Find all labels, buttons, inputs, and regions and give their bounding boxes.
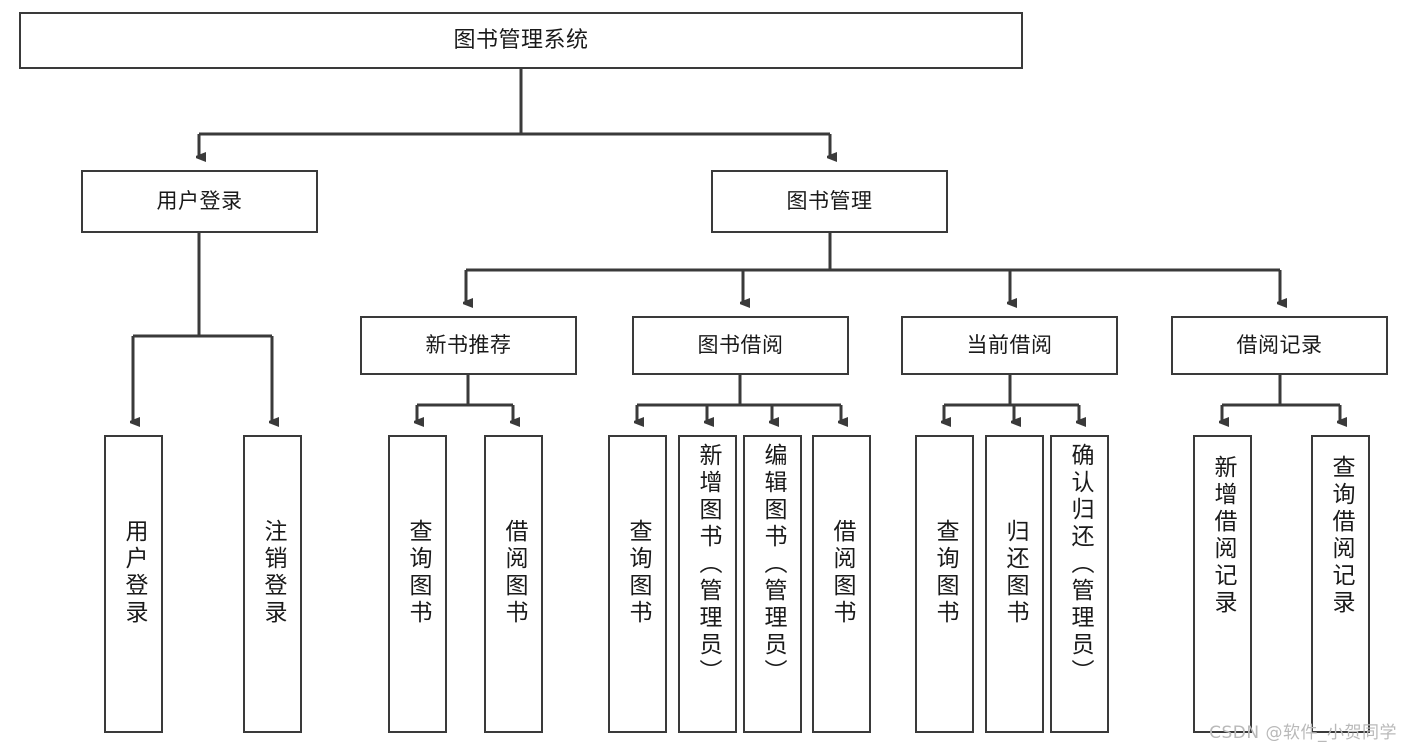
leaf-confirm-return[interactable]: 确认归还（管理员）: [1050, 435, 1109, 733]
node-label: 查询图书: [405, 519, 431, 627]
node-label: 查询借阅记录: [1328, 455, 1354, 617]
leaf-borrow-book-2[interactable]: 借阅图书: [812, 435, 871, 733]
leaf-add-book[interactable]: 新增图书（管理员）: [678, 435, 737, 733]
node-borrow-record[interactable]: 借阅记录: [1171, 316, 1388, 375]
node-label: 查询图书: [625, 519, 651, 627]
node-label: 用户登录: [121, 519, 147, 627]
node-current-borrow[interactable]: 当前借阅: [901, 316, 1118, 375]
node-label: 编辑图书（管理员）: [760, 443, 786, 686]
node-root-system[interactable]: 图书管理系统: [19, 12, 1023, 69]
watermark-text: CSDN @软件_小贺同学: [1209, 723, 1397, 743]
leaf-edit-book[interactable]: 编辑图书（管理员）: [743, 435, 802, 733]
node-label: 注销登录: [260, 519, 286, 627]
node-label: 借阅记录: [1236, 333, 1323, 358]
node-label: 新增图书（管理员）: [695, 443, 721, 686]
leaf-add-record[interactable]: 新增借阅记录: [1193, 435, 1252, 733]
node-label: 图书管理系统: [453, 27, 589, 53]
leaf-query-book-2[interactable]: 查询图书: [608, 435, 667, 733]
node-label: 当前借阅: [966, 333, 1053, 358]
node-user-login[interactable]: 用户登录: [81, 170, 318, 233]
node-label: 借阅图书: [501, 519, 527, 627]
node-label: 图书借阅: [697, 333, 784, 358]
node-label: 确认归还（管理员）: [1067, 443, 1093, 686]
node-label: 借阅图书: [829, 519, 855, 627]
leaf-query-record[interactable]: 查询借阅记录: [1311, 435, 1370, 733]
node-label: 新书推荐: [425, 333, 512, 358]
leaf-user-login[interactable]: 用户登录: [104, 435, 163, 733]
node-label: 图书管理: [786, 189, 873, 214]
leaf-borrow-book-1[interactable]: 借阅图书: [484, 435, 543, 733]
node-label: 新增借阅记录: [1210, 455, 1236, 617]
leaf-query-book-3[interactable]: 查询图书: [915, 435, 974, 733]
node-book-management[interactable]: 图书管理: [711, 170, 948, 233]
node-new-book-recommend[interactable]: 新书推荐: [360, 316, 577, 375]
leaf-logout-login[interactable]: 注销登录: [243, 435, 302, 733]
node-label: 归还图书: [1002, 519, 1028, 627]
leaf-query-book-1[interactable]: 查询图书: [388, 435, 447, 733]
leaf-return-book[interactable]: 归还图书: [985, 435, 1044, 733]
node-book-borrow[interactable]: 图书借阅: [632, 316, 849, 375]
node-label: 用户登录: [156, 189, 243, 214]
node-label: 查询图书: [932, 519, 958, 627]
